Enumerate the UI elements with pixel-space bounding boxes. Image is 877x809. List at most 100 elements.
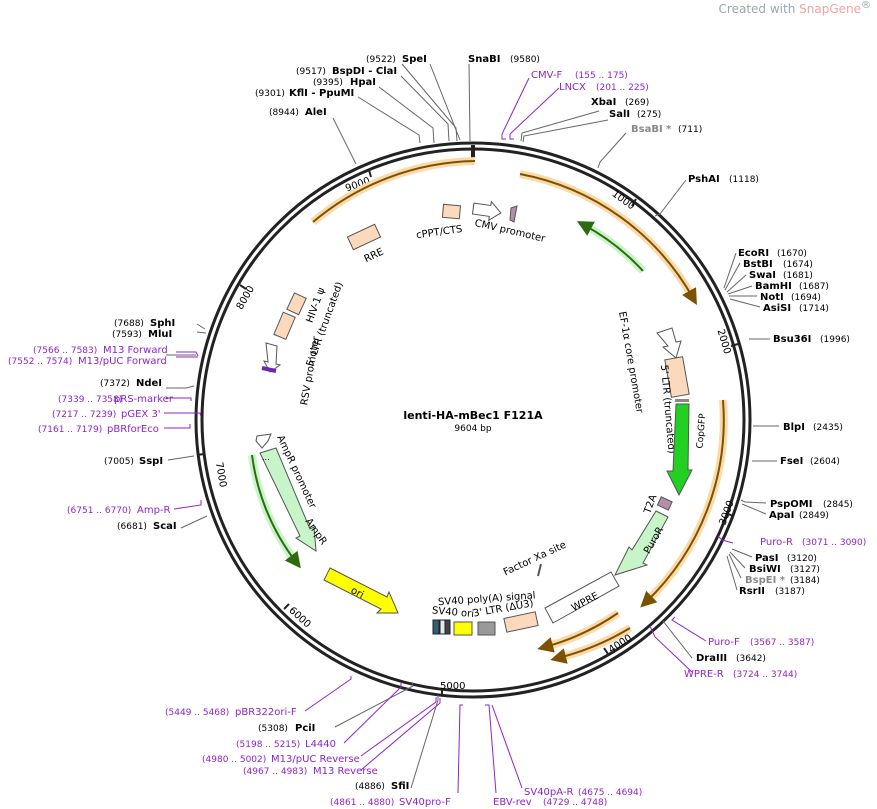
ndei-name: NdeI xyxy=(136,378,162,389)
pspomi-pos: (2845) xyxy=(823,500,853,510)
backbone-outer xyxy=(194,141,752,699)
m13puc-name: M13/pUC Forward xyxy=(78,356,167,367)
pshai-pos: (1118) xyxy=(729,175,759,185)
prs-name: pRS-marker xyxy=(114,394,174,405)
pbr322-name: pBR322ori-F xyxy=(235,707,297,718)
sali-pos: (275) xyxy=(637,110,661,120)
ebvrev-pos: (4729 .. 4748) xyxy=(543,798,607,808)
pshai-name: PshAI xyxy=(688,174,720,185)
swai-name: SwaI xyxy=(749,270,776,281)
apai-pos: (2849) xyxy=(799,511,829,521)
pasi-name: PasI xyxy=(755,553,778,564)
spei-name: SpeI xyxy=(402,54,427,65)
xbai-pos: (269) xyxy=(625,98,649,108)
feature-cppt: cPPT/CTS xyxy=(416,203,464,241)
feature-ori: ori xyxy=(323,567,399,614)
bspei-name: BspEI * xyxy=(745,575,786,586)
rsv-label: RSV promoter xyxy=(299,335,322,406)
feature-ampr: ... AmpR promoter AmpR xyxy=(255,433,329,552)
spei-pos: (9522) xyxy=(366,55,396,65)
prs-pos: (7339 .. 7358) xyxy=(58,395,122,405)
swai-pos: (1681) xyxy=(783,271,813,281)
pgex-name: pGEX 3' xyxy=(121,409,161,420)
pbr-name: pBRforEco xyxy=(107,424,159,435)
ecori-name: EcoRI xyxy=(738,248,769,259)
bspdi-pos: (9517) xyxy=(296,67,326,77)
scai-name: ScaI xyxy=(153,521,177,532)
hpai-pos: (9395) xyxy=(313,78,343,88)
noti-name: NotI xyxy=(760,292,784,303)
rre-label: RRE xyxy=(363,247,386,266)
sv40pa-name: SV40pA-R xyxy=(524,787,573,798)
factorxa-label: Factor Xa site xyxy=(502,540,568,579)
watermark-brand: SnapGene xyxy=(799,2,861,16)
sali-name: SalI xyxy=(609,109,630,120)
pbr322-pos: (5449 .. 5468) xyxy=(165,708,229,718)
ampr-dots: ... xyxy=(262,453,270,462)
lncx-name: LNCX xyxy=(559,82,586,93)
asisi-name: AsiSI xyxy=(763,303,791,314)
sv40ori-label: SV40 ori xyxy=(432,605,475,620)
sfii-name: SfiI xyxy=(391,781,409,792)
top-labels: (8944) AleI (9301) KflI - PpuMI (9395) H… xyxy=(255,54,702,135)
mlui-pos: (7593) xyxy=(112,330,142,340)
ef1a-label: EF-1α core promoter xyxy=(616,311,645,415)
watermark: Created with SnapGene® xyxy=(719,0,871,16)
cppt-label: cPPT/CTS xyxy=(416,224,464,241)
snabi-pos: (9580) xyxy=(510,55,540,65)
watermark-reg: ® xyxy=(861,0,871,11)
pcii-pos: (5308) xyxy=(258,724,288,734)
alei-pos: (8944) xyxy=(269,108,299,118)
fsei-pos: (2604) xyxy=(810,457,840,467)
purof-name: Puro-F xyxy=(708,637,740,648)
fsei-name: FseI xyxy=(780,456,803,467)
bsabi-name: BsaBI * xyxy=(631,124,672,135)
bsu36i-name: Bsu36I xyxy=(773,334,811,345)
left-labels: (7688) SphI (7593) MluI (7566 .. 7583) M… xyxy=(8,318,177,532)
purof-pos: (3567 .. 3587) xyxy=(750,638,814,648)
ampr-primer-pos: (6751 .. 6770) xyxy=(67,506,131,516)
m13fwd-name: M13 Forward xyxy=(103,345,168,356)
puror-primer-pos: (3071 .. 3090) xyxy=(802,538,866,548)
ebvrev-name: EBV-rev xyxy=(493,797,532,808)
watermark-prefix: Created with xyxy=(718,2,800,16)
lncx-pos: (201 .. 225) xyxy=(596,83,649,93)
rsrii-pos: (3187) xyxy=(775,587,805,597)
green-arcs xyxy=(248,221,646,569)
sspi-pos: (7005) xyxy=(104,457,134,467)
plasmid-name: lenti-HA-mBec1 F121A xyxy=(403,409,543,422)
m13rev-pos: (4967 .. 4983) xyxy=(243,767,307,777)
m13puc-pos: (7552 .. 7574) xyxy=(8,357,72,367)
puror-primer-name: Puro-R xyxy=(760,537,793,548)
kfli-name: KflI - PpuMI xyxy=(289,88,354,99)
feature-rre: RRE xyxy=(346,223,386,266)
feature-puror: PuroR xyxy=(614,510,669,576)
blpi-name: BlpI xyxy=(783,422,805,433)
l4440-pos: (5198 .. 5215) xyxy=(236,740,300,750)
plasmid-length: 9604 bp xyxy=(454,424,491,434)
sv40pa-pos: (4675 .. 4694) xyxy=(578,788,642,798)
bsiwi-name: BsiWI xyxy=(749,564,781,575)
bottom-labels: (5449 .. 5468) pBR322ori-F (5308) PciI (… xyxy=(165,707,642,808)
bstbi-pos: (1674) xyxy=(783,260,813,270)
mlui-name: MluI xyxy=(148,329,172,340)
tick-7000: 7000 xyxy=(213,461,228,488)
bsu36i-pos: (1996) xyxy=(820,335,850,345)
wprer-name: WPRE-R xyxy=(684,669,724,680)
asisi-pos: (1714) xyxy=(799,304,829,314)
kfli-pos: (9301) xyxy=(255,89,285,99)
blpi-pos: (2435) xyxy=(813,423,843,433)
primer-lines xyxy=(164,77,734,794)
bspei-pos: (3184) xyxy=(790,576,820,586)
sphi-name: SphI xyxy=(150,318,175,329)
draiii-pos: (3642) xyxy=(736,654,766,664)
feature-copgfp: CopGFP xyxy=(666,403,708,497)
hpai-name: HpaI xyxy=(350,77,376,88)
ampr-primer-name: Amp-R xyxy=(137,505,171,516)
ori-label: ori xyxy=(349,585,366,601)
right-labels: PshAI (1118) EcoRI (1670) BstBI (1674) S… xyxy=(684,174,866,680)
bamhi-name: BamHI xyxy=(755,281,792,292)
sphi-pos: (7688) xyxy=(114,319,144,329)
ecori-pos: (1670) xyxy=(777,249,807,259)
